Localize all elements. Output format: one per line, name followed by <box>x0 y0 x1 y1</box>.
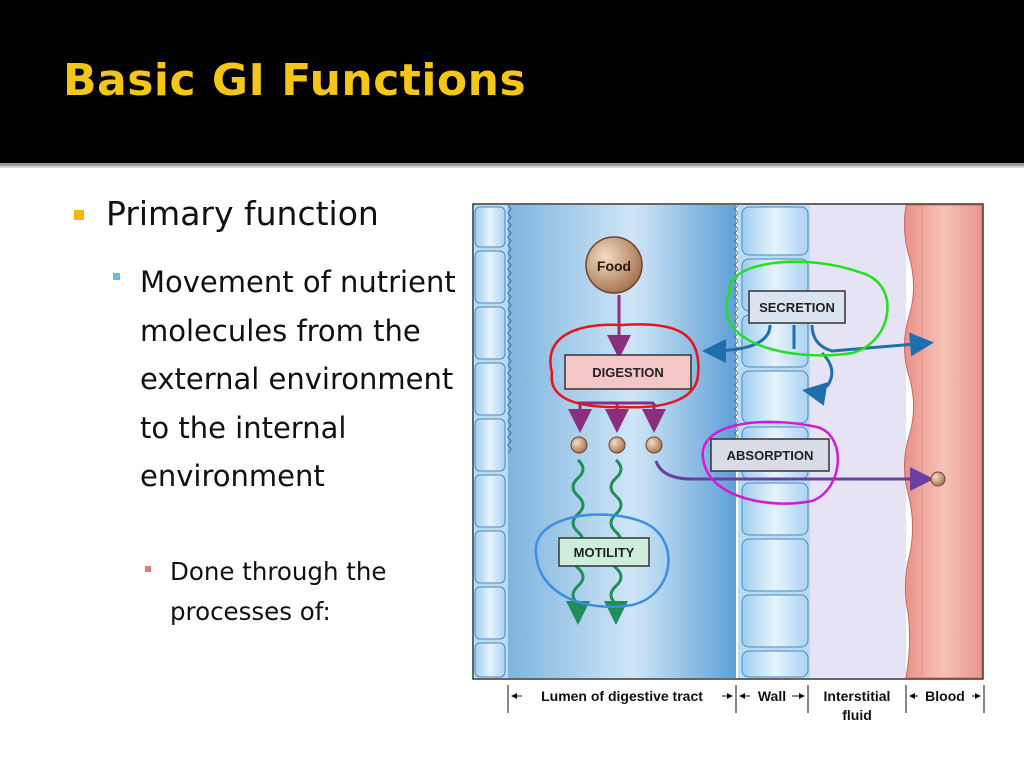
secretion-label: SECRETION <box>759 300 835 315</box>
motility-wave-2 <box>604 458 628 625</box>
wall-label: Wall <box>758 688 786 704</box>
blood-label: Blood <box>925 688 965 704</box>
nutrient-ball-1 <box>570 436 588 454</box>
blood-vessel <box>903 204 983 679</box>
bullet-marker-level1 <box>74 210 84 220</box>
digestion-label: DIGESTION <box>592 365 664 380</box>
left-microvilli <box>507 204 512 454</box>
nutrient-ball-2 <box>608 436 626 454</box>
bullet-done-through: Done through the processes of: <box>170 557 387 626</box>
absorption-box <box>710 438 830 472</box>
absorption-arrow <box>654 460 934 491</box>
motility-box <box>558 537 650 567</box>
lumen-label: Lumen of digestive tract <box>541 688 703 704</box>
bullet-primary-function: Primary function <box>106 194 379 233</box>
title-divider <box>0 163 1024 166</box>
nutrient-ball-3 <box>645 436 663 454</box>
absorption-label: ABSORPTION <box>727 448 814 463</box>
motility-wave-1 <box>566 458 590 625</box>
digestion-annotation-circle <box>549 323 700 409</box>
bullet-marker-level3 <box>145 566 151 572</box>
title-divider-highlight <box>0 166 1024 168</box>
region-labels: Lumen of digestive tract Wall Interstiti… <box>507 685 985 723</box>
secretion-arrows <box>702 324 934 406</box>
interstitial-label-line2: fluid <box>842 707 872 723</box>
motility-annotation-circle <box>534 513 670 608</box>
secretion-box <box>748 290 846 324</box>
absorbed-nutrient-ball <box>930 471 946 487</box>
food-label: Food <box>597 258 631 274</box>
left-epithelium <box>474 205 508 678</box>
secretion-annotation-circle <box>725 260 889 357</box>
slide-title: Basic GI Functions <box>63 55 527 106</box>
absorption-annotation-circle <box>701 420 840 505</box>
gi-functions-diagram: Food DIGESTION MOTILITY ABSORPTION SECRE… <box>472 203 992 733</box>
title-bar: Basic GI Functions <box>0 0 1024 160</box>
food-ball <box>585 236 643 294</box>
interstitial-label-line1: Interstitial <box>824 688 891 704</box>
bullet-marker-level2 <box>113 273 120 280</box>
bullet-movement-of-nutrients: Movement of nutrient molecules from the … <box>140 265 456 493</box>
motility-label: MOTILITY <box>574 545 635 560</box>
digestion-box <box>564 354 692 390</box>
